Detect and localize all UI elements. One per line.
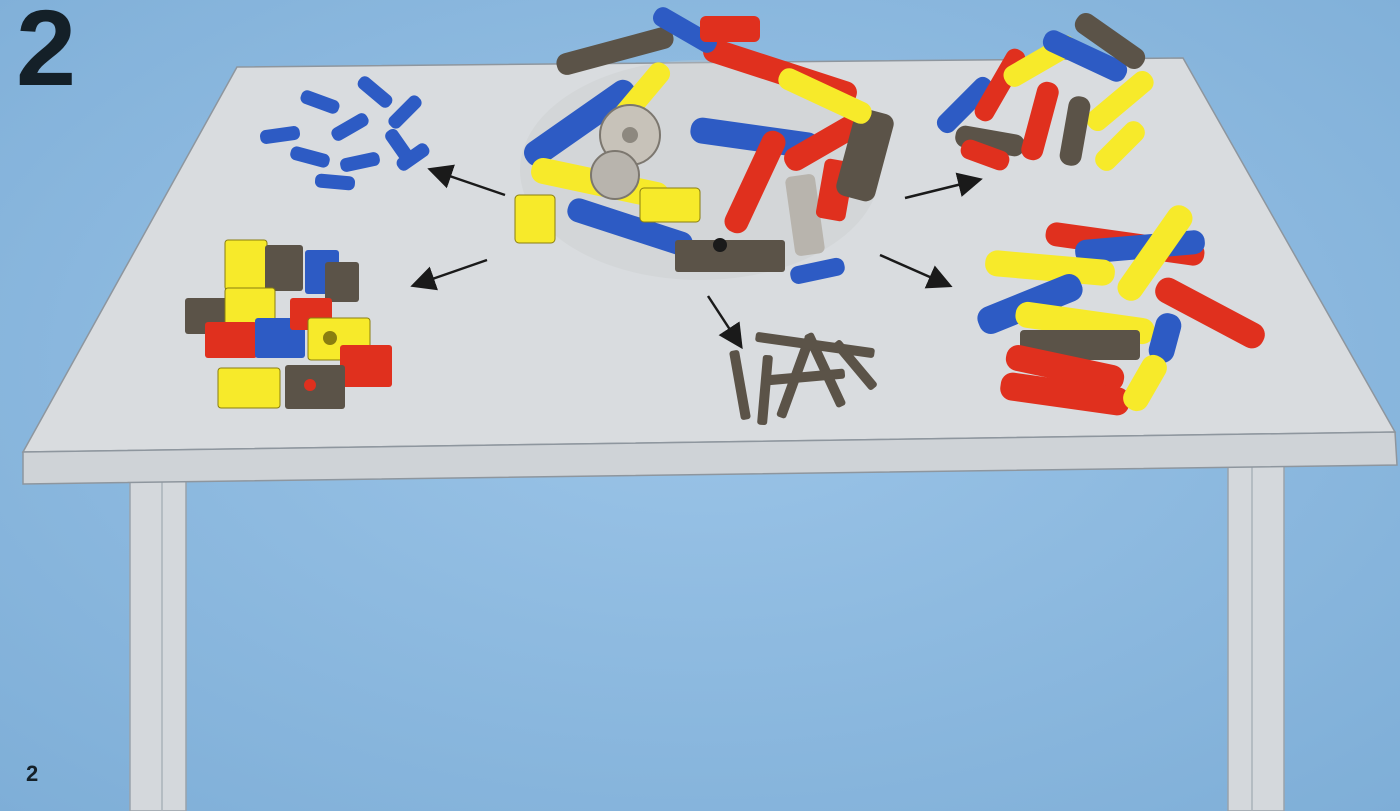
arrow-to-axles — [706, 295, 743, 350]
blue-pins-pile — [259, 76, 430, 191]
table-legs — [129, 464, 1285, 811]
arrow-to-bricks — [410, 258, 488, 291]
arrow-to-pins — [427, 164, 506, 197]
mixed-parts-pile — [514, 7, 894, 284]
page-number: 2 — [26, 761, 39, 786]
table-edge — [22, 431, 1398, 485]
short-beams-pile — [936, 12, 1154, 171]
step-number: 2 — [16, 0, 76, 108]
sorting-arrows — [410, 164, 983, 350]
arrow-to-long-beams — [879, 253, 953, 289]
arrow-to-short-beams — [904, 172, 983, 200]
bricks-pile — [185, 239, 392, 409]
long-beams-pile — [977, 205, 1265, 416]
table-leg-right — [1227, 464, 1285, 811]
table-leg-left — [129, 471, 187, 811]
axles-pile — [729, 332, 877, 426]
